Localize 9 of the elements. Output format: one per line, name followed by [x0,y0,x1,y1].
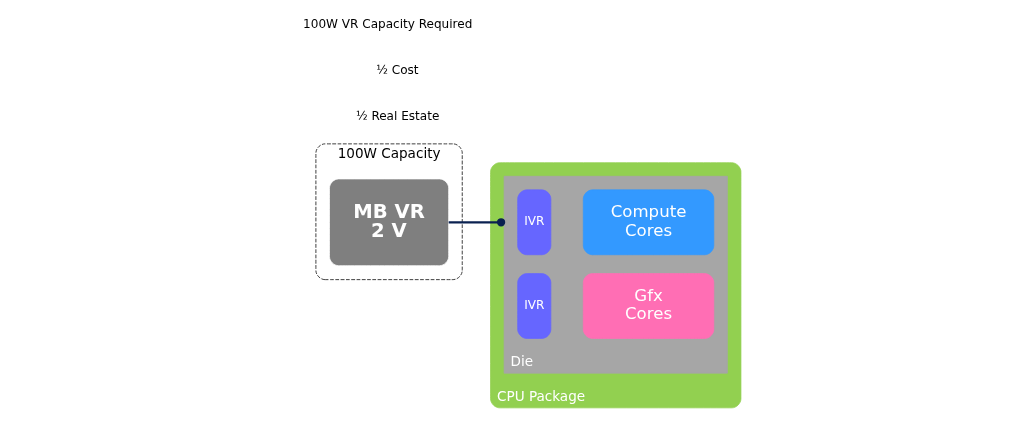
node-box: Gfx Cores [582,273,715,339]
label: ½ Cost [376,62,419,77]
connector [448,218,506,227]
node-box: IVR [517,189,552,256]
label: ½ Real Estate [355,108,440,123]
node-box: MB VR 2 V [329,178,450,267]
node-box: Compute Cores [582,189,715,256]
label: 100W VR Capacity Required [303,16,473,31]
node-box: IVR [517,273,552,339]
